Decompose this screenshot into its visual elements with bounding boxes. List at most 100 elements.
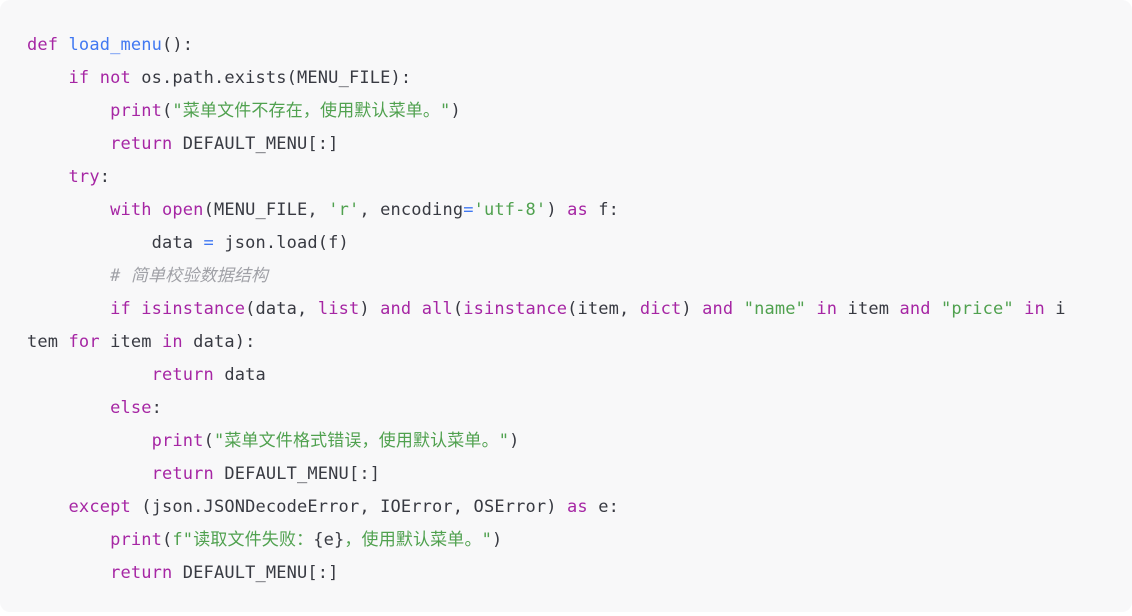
code-token: isinstance bbox=[463, 299, 568, 319]
code-token: (): bbox=[162, 35, 194, 55]
code-token bbox=[58, 35, 68, 55]
code-token: os.path.exists(MENU_FILE): bbox=[130, 68, 412, 88]
code-token: try bbox=[68, 167, 100, 187]
code-token bbox=[27, 365, 152, 385]
code-token: ，使用默认菜单。" bbox=[344, 530, 492, 550]
code-token: i bbox=[1044, 299, 1066, 319]
code-token bbox=[411, 299, 421, 319]
code-token: "name" bbox=[743, 299, 806, 319]
code-token: # 简单校验数据结构 bbox=[110, 266, 269, 286]
code-token bbox=[27, 266, 110, 286]
code-token: ( bbox=[162, 101, 173, 121]
code-token: in bbox=[1024, 299, 1045, 319]
code-token: all bbox=[421, 299, 453, 319]
code-token: , encoding bbox=[359, 200, 464, 220]
code-token: DEFAULT_MENU[:] bbox=[213, 464, 381, 484]
code-token: as bbox=[567, 497, 588, 517]
code-line: return DEFAULT_MENU[:] bbox=[27, 458, 380, 491]
code-token: tem bbox=[27, 332, 69, 352]
code-token: if bbox=[68, 68, 90, 88]
code-token bbox=[27, 68, 69, 88]
code-token: (json.JSONDecodeError, IOError, OSError) bbox=[130, 497, 568, 517]
code-token: (item, bbox=[567, 299, 640, 319]
code-token: return bbox=[110, 563, 173, 583]
code-token: and bbox=[899, 299, 931, 319]
code-token: f: bbox=[587, 200, 620, 220]
code-token: return bbox=[151, 464, 214, 484]
code-token bbox=[931, 299, 941, 319]
code-token: item bbox=[837, 299, 900, 319]
code-token: print bbox=[110, 530, 163, 550]
code-line: with open(MENU_FILE, 'r', encoding='utf-… bbox=[27, 194, 619, 227]
code-token bbox=[27, 299, 110, 319]
code-token: ( bbox=[203, 431, 214, 451]
code-token: ) bbox=[359, 299, 381, 319]
code-token: = bbox=[463, 200, 474, 220]
code-token: item bbox=[99, 332, 163, 352]
code-token: = bbox=[203, 233, 214, 253]
code-line: print(f"读取文件失败：{e}，使用默认菜单。") bbox=[27, 524, 502, 557]
code-token: 'r' bbox=[328, 200, 360, 220]
code-token: (data, bbox=[245, 299, 318, 319]
code-token: print bbox=[110, 101, 163, 121]
code-token bbox=[27, 497, 69, 517]
code-token: as bbox=[567, 200, 588, 220]
code-token: ( bbox=[452, 299, 464, 319]
code-token: def bbox=[27, 35, 59, 55]
code-token bbox=[1014, 299, 1024, 319]
code-token: ) bbox=[681, 299, 703, 319]
code-token bbox=[27, 563, 110, 583]
code-token: with bbox=[110, 200, 152, 220]
code-token: and bbox=[380, 299, 412, 319]
code-token bbox=[27, 167, 69, 187]
code-token bbox=[152, 200, 162, 220]
code-token: isinstance bbox=[141, 299, 246, 319]
code-token: "price" bbox=[941, 299, 1014, 319]
code-token: "菜单文件不存在，使用默认菜单。" bbox=[172, 101, 451, 121]
code-token bbox=[131, 299, 141, 319]
code-token: and bbox=[702, 299, 734, 319]
code-token: data bbox=[213, 365, 266, 385]
code-token: open bbox=[162, 200, 204, 220]
code-token bbox=[27, 134, 110, 154]
code-token bbox=[89, 68, 99, 88]
code-line: return DEFAULT_MENU[:] bbox=[27, 128, 339, 161]
code-token: DEFAULT_MENU[:] bbox=[172, 563, 339, 583]
code-token: ( bbox=[162, 530, 173, 550]
code-line: print("菜单文件格式错误，使用默认菜单。") bbox=[27, 425, 520, 458]
code-token: in bbox=[816, 299, 838, 319]
code-token: json.load(f) bbox=[213, 233, 349, 253]
code-token: ) bbox=[546, 200, 568, 220]
code-line: try: bbox=[27, 161, 110, 194]
code-line: return data bbox=[27, 359, 266, 392]
code-token: ) bbox=[450, 101, 461, 121]
code-token: 'utf-8' bbox=[473, 200, 547, 220]
code-token: list bbox=[317, 299, 360, 319]
code-token bbox=[27, 398, 110, 418]
code-token: dict bbox=[639, 299, 682, 319]
code-token bbox=[27, 101, 110, 121]
code-token bbox=[27, 200, 110, 220]
code-token: return bbox=[110, 134, 173, 154]
code-token bbox=[27, 464, 152, 484]
code-line: # 简单校验数据结构 bbox=[27, 260, 268, 293]
code-token: in bbox=[162, 332, 183, 352]
code-token: DEFAULT_MENU[:] bbox=[172, 134, 339, 154]
code-token: ) bbox=[492, 530, 503, 550]
code-token: except bbox=[68, 497, 131, 517]
code-token: : bbox=[151, 398, 163, 418]
code-token: if bbox=[110, 299, 131, 319]
code-line: tem for item in data): bbox=[27, 326, 256, 359]
code-line: if isinstance(data, list) and all(isinst… bbox=[27, 293, 1066, 326]
code-token: load_menu bbox=[68, 35, 163, 55]
code-token: ) bbox=[509, 431, 520, 451]
code-token: f"读取文件失败： bbox=[172, 530, 314, 550]
code-token: "菜单文件格式错误，使用默认菜单。" bbox=[213, 431, 510, 451]
code-line: def load_menu(): bbox=[27, 29, 193, 62]
code-token: print bbox=[151, 431, 204, 451]
code-token: e: bbox=[587, 497, 619, 517]
code-token bbox=[27, 431, 152, 451]
code-token bbox=[733, 299, 743, 319]
code-token bbox=[806, 299, 816, 319]
